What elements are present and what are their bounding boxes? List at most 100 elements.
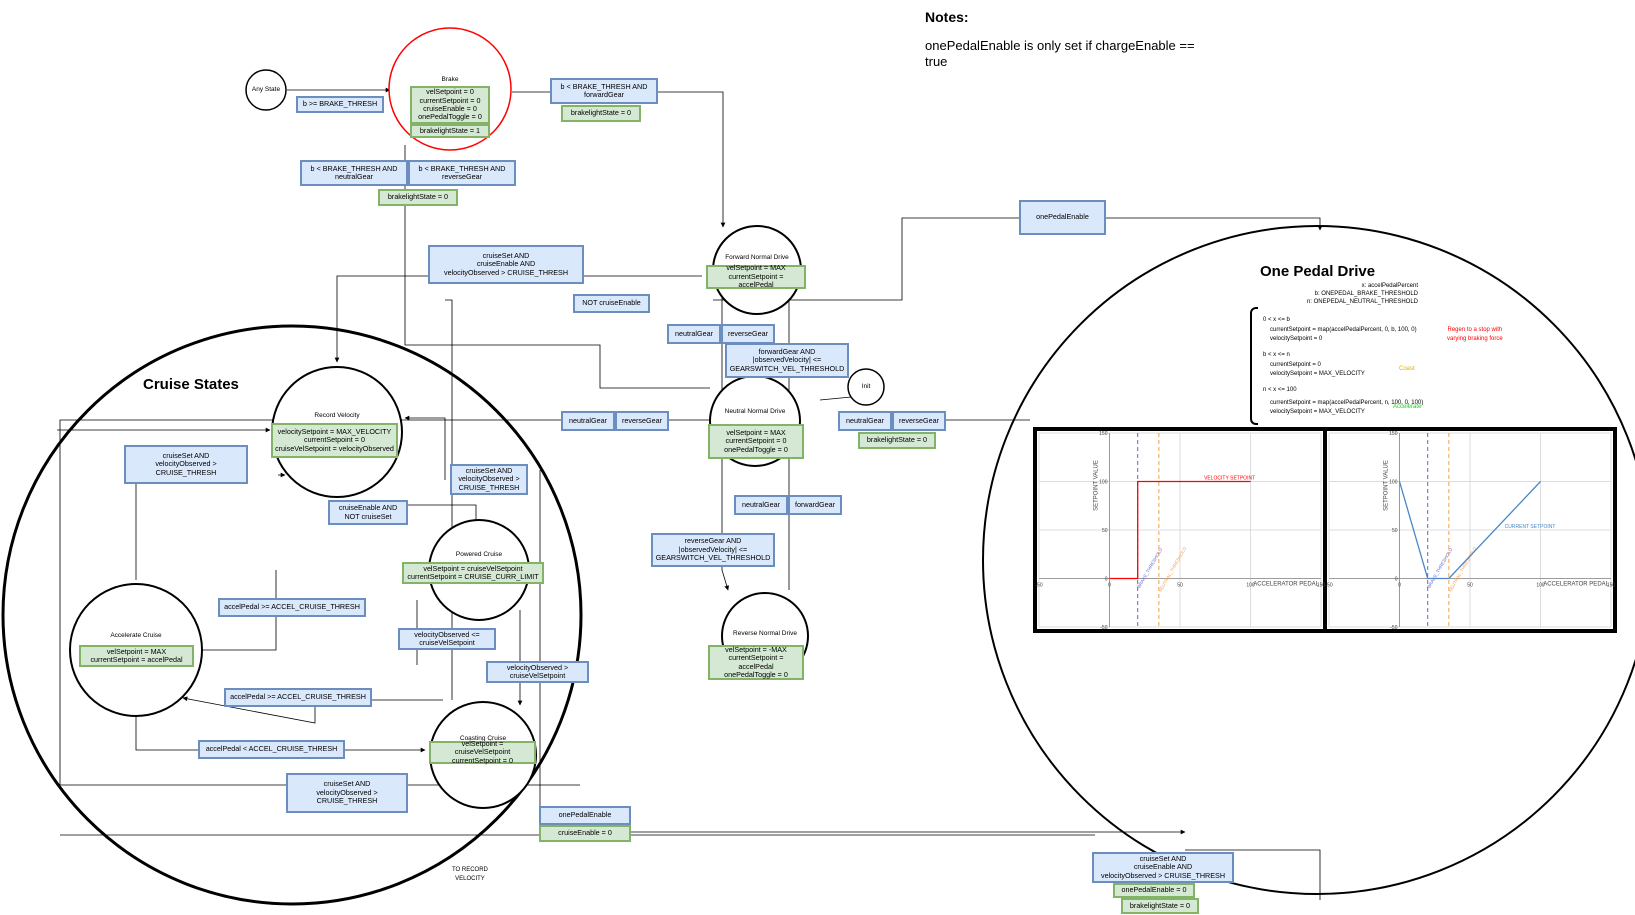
cond-neutral-gear-reverse: neutralGear: [734, 495, 788, 515]
cond-one-pedal-enable-cruise: onePedalEnable: [539, 806, 631, 825]
cond-accel-ge-coasting: accelPedal >= ACCEL_CRUISE_THRESH: [224, 688, 372, 707]
one-pedal-graphs: -50 0 50 100 150 150 100 50 0 -50 ACCELERATOR PEDA…: [1033, 427, 1617, 633]
one-pedal-enable-off: onePedalEnable = 0: [1113, 883, 1195, 898]
one-pedal-case-1-cond: 0 < x <= b: [1263, 317, 1290, 323]
brake-light-action: brakelightState = 1: [410, 124, 490, 138]
y-tick-label: 150: [1389, 431, 1398, 437]
reverse-drive-label: Reverse Normal Drive: [733, 630, 797, 637]
reverse-actions: velSetpoint = -MAX currentSetpoint = acc…: [708, 645, 804, 680]
x-tick-label: 150: [1607, 583, 1616, 589]
cond-neutral-gear-one-pedal: neutralGear: [838, 411, 892, 431]
brake-actions: velSetpoint = 0 currentSetpoint = 0 crui…: [410, 86, 490, 124]
cond-forward-gearswitch: forwardGear AND |observedVelocity| <= GE…: [725, 343, 849, 378]
forward-drive-label: Forward Normal Drive: [725, 254, 789, 261]
cond-accel-lt: accelPedal < ACCEL_CRUISE_THRESH: [198, 740, 345, 759]
cond-cruise-set-enable-forward: cruiseSet AND cruiseEnable AND velocityO…: [428, 245, 584, 284]
notes-heading: Notes:: [925, 9, 969, 25]
cond-neutral-gear-forward: neutralGear: [667, 324, 721, 344]
series-label: CURRENT SETPOINT: [1505, 524, 1556, 530]
y-tick-label: 50: [1102, 528, 1108, 534]
powered-cruise-actions: velSetpoint = cruiseVelSetpoint currentS…: [402, 562, 544, 584]
cond-brake-release-reverse: b < BRAKE_THRESH AND reverseGear: [408, 160, 516, 186]
notes-text: onePedalEnable is only set if chargeEnab…: [925, 38, 1195, 70]
cond-one-pedal-enable: onePedalEnable: [1019, 200, 1106, 235]
y-tick-label: 100: [1099, 480, 1108, 486]
cond-not-cruise-enable: NOT cruiseEnable: [573, 294, 650, 313]
coasting-cruise-actions: velSetpoint = cruiseVelSetpoint currentS…: [429, 739, 536, 764]
x-tick-label: 50: [1177, 583, 1183, 589]
cruise-enable-off: cruiseEnable = 0: [539, 825, 631, 842]
cond-reverse-gear-cruise: reverseGear: [615, 411, 669, 431]
y-axis-label: SETPOINT VALUE: [1094, 460, 1100, 511]
brakelight-off-cruise: brakelightState = 0: [1121, 898, 1199, 914]
cruise-states-title: Cruise States: [143, 376, 239, 393]
neutral-drive-label: Neutral Normal Drive: [724, 408, 786, 415]
x-axis-label: ACCELERATOR PEDAL: [1543, 582, 1609, 588]
x-tick-label: -50: [1035, 583, 1042, 589]
cond-brake-release-neutral: b < BRAKE_THRESH AND neutralGear: [300, 160, 408, 186]
record-velocity-label: Record Velocity: [314, 412, 360, 419]
one-pedal-case-2-lines: currentSetpoint = 0 velocitySetpoint = M…: [1270, 362, 1365, 377]
cond-brake-release-forward: b < BRAKE_THRESH AND forwardGear: [550, 78, 658, 104]
one-pedal-case-3-tag: Accelerate: [1393, 404, 1422, 410]
powered-cruise-label: Powered Cruise: [455, 551, 503, 558]
one-pedal-case-3-cond: n < x <= 100: [1263, 387, 1297, 393]
y-tick-label: 0: [1105, 577, 1108, 583]
one-pedal-bracket: [1250, 307, 1258, 425]
y-tick-label: 150: [1099, 431, 1108, 437]
brakelight-off-neutral: brakelightState = 0: [378, 189, 458, 206]
neutral-actions: velSetpoint = MAX currentSetpoint = 0 on…: [708, 424, 804, 459]
x-tick-label: -50: [1325, 583, 1332, 589]
one-pedal-case-2-cond: b < x <= n: [1263, 352, 1290, 358]
cond-cruise-set-record: cruiseSet AND velocityObserved > CRUISE_…: [450, 464, 528, 495]
y-tick-label: 100: [1389, 480, 1398, 486]
any-state-label: Any State: [251, 86, 281, 93]
one-pedal-drive-group: [982, 225, 1635, 895]
any-state-node: [245, 69, 287, 111]
one-pedal-case-2-tag: Coast: [1399, 366, 1415, 372]
brakelight-off-forward: brakelightState = 0: [561, 105, 641, 122]
x-tick-label: 150: [1317, 583, 1326, 589]
series-line: [1398, 481, 1541, 580]
one-pedal-drive-title: One Pedal Drive: [1260, 263, 1376, 280]
one-pedal-case-1-lines: currentSetpoint = map(accelPedalPercent,…: [1270, 327, 1417, 342]
y-tick-label: -50: [1100, 625, 1107, 631]
cond-brake-thresh: b >= BRAKE_THRESH: [296, 96, 384, 113]
cond-cruise-set-enable-one-pedal: cruiseSet AND cruiseEnable AND velocityO…: [1092, 852, 1234, 883]
cond-reverse-gear-one-pedal: reverseGear: [892, 411, 946, 431]
cond-reverse-gearswitch: reverseGear AND |observedVelocity| <= GE…: [651, 533, 775, 567]
one-pedal-case-1-tag: Regen to a stop with varying braking for…: [1447, 327, 1503, 342]
y-tick-label: -50: [1390, 625, 1397, 631]
y-tick-label: 0: [1395, 577, 1398, 583]
brake-label: Brake: [441, 76, 459, 83]
to-record-velocity-label: TO RECORD VELOCITY: [452, 867, 488, 882]
cond-reverse-gear-forward: reverseGear: [721, 324, 775, 344]
cruise-states-group: [1, 324, 583, 906]
cond-neutral-gear-cruise: neutralGear: [561, 411, 615, 431]
y-axis-label: SETPOINT VALUE: [1384, 460, 1390, 511]
x-tick-label: 50: [1467, 583, 1473, 589]
x-axis-label: ACCELERATOR PEDAL: [1253, 582, 1319, 588]
cond-forward-gear-reverse: forwardGear: [788, 495, 842, 515]
cond-cruise-set-accelerate: cruiseSet AND velocityObserved > CRUISE_…: [124, 445, 248, 484]
one-pedal-case-3-lines: currentSetpoint = map(accelPedalPercent,…: [1270, 400, 1424, 415]
cond-cruise-enable-not-set: cruiseEnable AND NOT cruiseSet: [328, 500, 408, 525]
brakelight-off-one-pedal: brakelightState = 0: [858, 432, 936, 449]
one-pedal-legend: x: accelPedalPercent b: ONEPEDAL_BRAKE_T…: [1306, 283, 1418, 306]
x-tick-label: 0: [1108, 583, 1111, 589]
coasting-cruise-label: Coasting Cruise: [459, 735, 507, 742]
init-state-node: [847, 368, 885, 406]
cond-vel-le-setpoint: velocityObserved <= cruiseVelSetpoint: [398, 628, 496, 650]
init-label: Init: [861, 383, 871, 390]
cond-accel-ge-powered: accelPedal >= ACCEL_CRUISE_THRESH: [218, 598, 366, 617]
record-velocity-actions: velocitySetpoint = MAX_VELOCITY currentS…: [271, 423, 398, 458]
forward-actions: velSetpoint = MAX currentSetpoint = acce…: [706, 264, 806, 289]
x-tick-label: 100: [1246, 583, 1255, 589]
y-tick-label: 50: [1392, 528, 1398, 534]
accelerate-cruise-actions: velSetpoint = MAX currentSetpoint = acce…: [79, 645, 194, 667]
accelerate-cruise-label: Accelerate Cruise: [110, 632, 162, 639]
series-line: [1109, 480, 1251, 580]
x-tick-label: 0: [1398, 583, 1401, 589]
x-tick-label: 100: [1536, 583, 1545, 589]
cond-cruise-set-coasting: cruiseSet AND velocityObserved > CRUISE_…: [286, 773, 408, 813]
